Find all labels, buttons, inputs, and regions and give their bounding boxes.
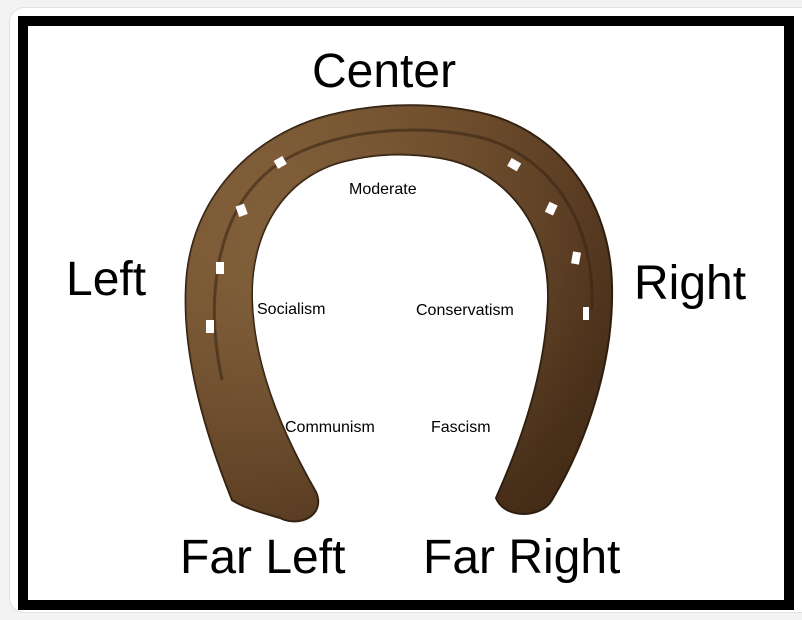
horseshoe-sheen xyxy=(186,105,613,521)
label-center: Center xyxy=(312,48,456,96)
label-right: Right xyxy=(634,260,746,308)
label-fascism: Fascism xyxy=(431,420,491,436)
nail-hole xyxy=(206,320,214,333)
label-far-right: Far Right xyxy=(423,534,620,582)
label-socialism: Socialism xyxy=(257,302,325,318)
label-moderate: Moderate xyxy=(349,182,417,198)
label-conservatism: Conservatism xyxy=(416,303,514,319)
label-communism: Communism xyxy=(285,420,375,436)
label-far-left: Far Left xyxy=(180,534,345,582)
label-left: Left xyxy=(66,256,146,304)
nail-hole xyxy=(216,262,224,274)
nail-hole xyxy=(583,307,589,320)
